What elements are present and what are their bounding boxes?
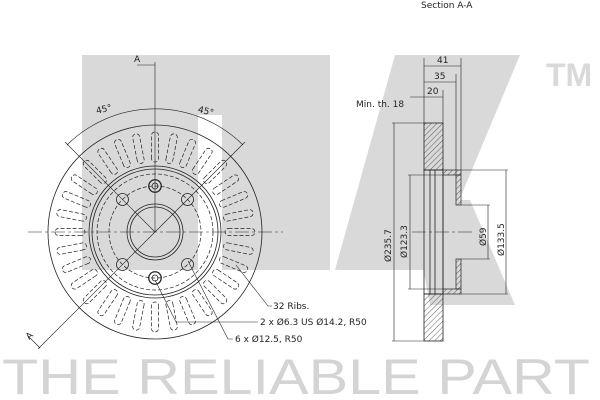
rib	[191, 147, 213, 175]
section-title: Section A-A	[421, 1, 473, 11]
hat-top	[442, 169, 462, 176]
nk-logo-watermark: TM	[82, 55, 592, 305]
section-arrow-bottom	[27, 335, 41, 349]
ribs-leader	[235, 264, 272, 307]
rib	[219, 256, 249, 273]
threaded-hole	[148, 271, 162, 285]
rib	[114, 138, 131, 168]
rib	[212, 174, 240, 196]
section-mark-bottom: A	[24, 330, 36, 342]
rib	[179, 296, 196, 326]
angle-extension-right	[154, 141, 246, 233]
dim-20: 20	[427, 87, 439, 97]
outer-diameter: Ø235.7	[383, 229, 394, 262]
bolt-hole	[181, 193, 194, 206]
rib	[191, 289, 213, 317]
rib	[165, 300, 178, 331]
friction-ring-top	[423, 122, 444, 171]
rib	[56, 209, 87, 222]
angle-right-label: 45°	[197, 105, 215, 119]
hat-diameter: Ø133.5	[496, 223, 507, 256]
trademark-mark: TM	[546, 57, 592, 93]
rib	[61, 256, 91, 273]
rib	[61, 191, 91, 208]
threads-leader	[154, 279, 258, 323]
rib	[151, 301, 159, 333]
angle-arc	[66, 108, 244, 146]
front-view: A A 45° 45° 32 Ribs. 6 x Ø12.5, R50 2 x …	[24, 55, 367, 350]
section-line-diagonal	[37, 231, 156, 350]
hat-face-bottom	[455, 258, 462, 290]
threads-callout: 2 x Ø6.3 US Ø14.2, R50	[260, 317, 367, 328]
rib	[97, 289, 119, 317]
rib	[97, 147, 119, 175]
inner-diameter: Ø123.3	[399, 225, 410, 258]
dim-35: 35	[434, 72, 445, 82]
hat-bottom	[442, 288, 462, 295]
rib	[219, 191, 249, 208]
angle-left-label: 45°	[95, 103, 113, 117]
angle-extension-left	[64, 141, 156, 233]
slogan-watermark: THE RELIABLE PART	[2, 349, 590, 400]
rib	[132, 300, 145, 331]
rib	[165, 133, 178, 164]
min-thickness: Min. th. 18	[356, 100, 404, 110]
bolt-hole	[181, 258, 194, 271]
holes-callout: 6 x Ø12.5, R50	[235, 334, 303, 345]
rib	[132, 133, 145, 164]
rib	[179, 138, 196, 168]
section-view: Section A-A 41 35 20 Min. th. 18 Ø235.7 …	[356, 1, 508, 342]
holes-leader	[187, 260, 233, 340]
rib	[203, 280, 228, 305]
friction-ring-bottom	[423, 293, 444, 342]
bolt-hole	[148, 271, 162, 285]
section-mark-top: A	[134, 55, 141, 65]
dim-41: 41	[437, 56, 448, 66]
hat-face-top	[455, 174, 462, 206]
rib	[223, 242, 254, 255]
rib	[212, 268, 240, 290]
rib	[114, 296, 131, 326]
rib	[56, 242, 87, 255]
center-bore-diameter: Ø59	[478, 227, 489, 246]
bolt-hole	[116, 258, 129, 271]
bolt-hole	[116, 193, 129, 206]
rib	[70, 268, 98, 290]
rib	[70, 174, 98, 196]
ribs-callout: 32 Ribs.	[273, 302, 309, 312]
rib	[223, 209, 254, 222]
threaded-hole	[151, 274, 159, 282]
